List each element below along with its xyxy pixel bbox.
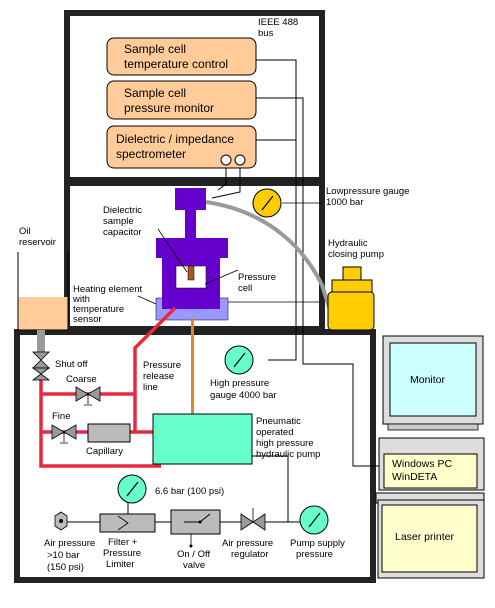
press-plate [156,238,228,258]
printer-icon: Laser printer [375,492,485,579]
on-off-valve-icon [170,509,221,535]
pressure-cell-label-1: Pressure [238,272,276,283]
connector-icon [220,154,232,166]
printer-label: Laser printer [395,531,454,543]
pressure-release-label-3: line [143,382,158,393]
leader-line [157,228,188,273]
pressure-release-label-1: Pressure [143,360,181,371]
pressure-monitor-box: Sample cell pressure monitor [106,80,257,120]
bus-label-2: bus [258,28,274,39]
fine-label: Fine [52,411,70,422]
air-pressure-in-label-2: >10 bar [47,550,80,561]
high-pressure-gauge-icon [224,345,254,375]
high-pressure-line [191,318,194,414]
oil-reservoir [17,252,69,331]
fine-valve-icon [51,424,77,444]
leader-line [137,295,157,305]
shut-off-label: Shut off [55,359,88,370]
hydraulic-pump-label-2: closing pump [328,249,384,260]
spectrometer-label-2: spectrometer [116,147,186,161]
hydraulic-line [205,200,332,311]
pneumatic-pump-label-1: Pneumatic [256,416,301,427]
temp-control-box: Sample cell temperature control [106,37,257,76]
pneumatic-pump-box [152,413,253,465]
leader-line [204,269,239,285]
air-regulator-icon [240,508,266,531]
on-off-marker-icon [189,544,193,548]
filter-label-1: Filter + [108,537,138,548]
pump-supply-label-1: Pump supply [290,538,345,549]
air-inlet-icon [54,511,68,531]
bus-label-1: IEEE 488 [258,17,298,28]
pump-supply-label-2: pressure [296,549,333,560]
capillary-icon [87,423,131,443]
connector-icon [234,154,246,166]
press-rod [185,210,196,240]
pressure-cell-label-2: cell [238,283,252,294]
capillary-label: Capillary [86,446,123,457]
filter-label-2: Pressure [103,548,141,559]
pressure-release-label-2: release [143,371,174,382]
coarse-label: Coarse [66,374,97,385]
coarse-valve-icon [75,386,101,406]
high-pressure-gauge-label-2: gauge 4000 bar [210,390,277,401]
oil-reservoir-label-1: Oil [19,226,31,237]
hydraulic-frame [14,329,376,583]
air-gauge-icon [117,474,147,504]
air-pressure-in-label-1: Air pressure [44,538,95,549]
capacitor-label-3: capacitor [103,227,142,238]
pneumatic-pump-label-2: operated [256,427,294,438]
pneumatic-pump-label-3: high pressure [256,438,314,449]
temp-control-label-1: Sample cell [124,42,186,56]
monitor-icon: Monitor [382,335,484,431]
temp-control-label-2: temperature control [124,57,228,71]
air-pressure-in-label-3: (150 psi) [47,562,84,573]
computer-icon: Windows PC WinDETA [378,437,485,491]
hydraulic-closing-pump-icon [327,266,375,331]
pneumatic-pump-label-4: hydraulic pump [256,449,320,460]
lowpressure-gauge-label-2: 1000 bar [326,197,364,208]
filter-limiter-icon [99,513,156,533]
pump-supply-line [252,455,289,522]
capacitor-label-1: Dielectric [103,205,142,216]
lowpressure-gauge-icon [252,188,282,218]
ieee-488-bus [211,59,383,467]
capacitor-label-2: sample [103,216,134,227]
sample-capacitor-icon [187,265,195,281]
pc-label-1: Windows PC [392,458,453,470]
air-regulator-label-1: Air pressure [222,538,273,549]
air-regulator-label-2: regulator [231,549,269,560]
heating-label-1: Heating element [73,284,143,295]
on-off-label-1: On / Off [177,549,210,560]
lowpressure-gauge-label-1: Lowpressure gauge [326,186,409,197]
reservoir-outlet-pipe [37,330,45,352]
heating-label-2: with [72,294,90,305]
spectrometer-box: Dielectric / impedance spectrometer [106,125,257,169]
pressure-monitor-label-1: Sample cell [124,86,186,100]
heating-label-3: temperature [73,304,124,315]
on-off-label-2: valve [183,560,205,571]
shut-off-valve-icon [31,351,51,381]
filter-label-3: Limiter [106,559,135,570]
hydraulic-pump-label-1: Hydraulic [328,238,368,249]
sample-cell-assembly [155,188,229,321]
spectrometer-label-1: Dielectric / impedance [116,132,234,146]
pc-label-2: WinDETA [392,471,437,483]
pump-supply-gauge-icon [299,505,329,535]
air-gauge-label: 6.6 bar (100 psi) [155,486,224,497]
heating-label-4: sensor [73,314,102,325]
high-pressure-gauge-label-1: High pressure [210,378,269,389]
monitor-label: Monitor [410,374,446,386]
pressure-monitor-label-2: pressure monitor [124,101,214,115]
press-piston [175,188,206,210]
oil-reservoir-label-2: reservoir [19,237,56,248]
